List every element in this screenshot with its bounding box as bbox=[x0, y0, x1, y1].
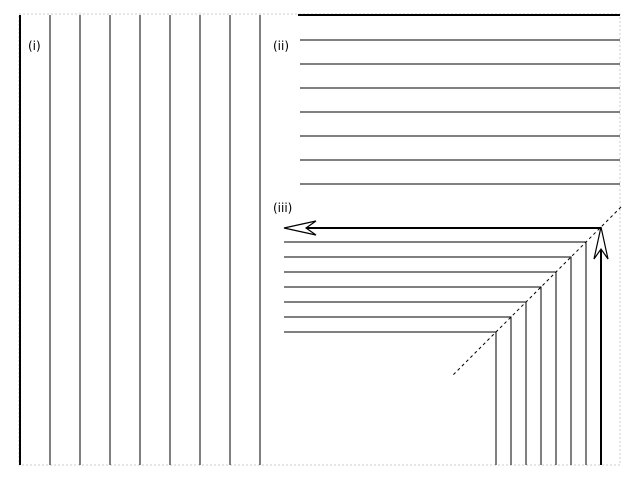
corner-line bbox=[284, 301, 527, 465]
panel-iii-label: (iii) bbox=[273, 201, 292, 215]
panel-ii-label: (ii) bbox=[273, 39, 289, 53]
panel-i bbox=[19, 15, 261, 465]
corner-line bbox=[284, 316, 512, 465]
dotted-frame bbox=[18, 13, 621, 466]
panel-i-label: (i) bbox=[28, 39, 41, 53]
panel-ii bbox=[298, 14, 620, 185]
corner-line bbox=[284, 286, 542, 465]
corner-line bbox=[284, 331, 497, 465]
left-arrow-icon bbox=[283, 220, 317, 236]
panel-iii bbox=[284, 241, 587, 465]
corner-line bbox=[284, 256, 572, 465]
up-arrow-icon bbox=[593, 226, 609, 260]
corner-line bbox=[284, 271, 557, 465]
panel-iii-bold-corner bbox=[300, 227, 602, 465]
dashed-diagonal bbox=[451, 206, 622, 377]
